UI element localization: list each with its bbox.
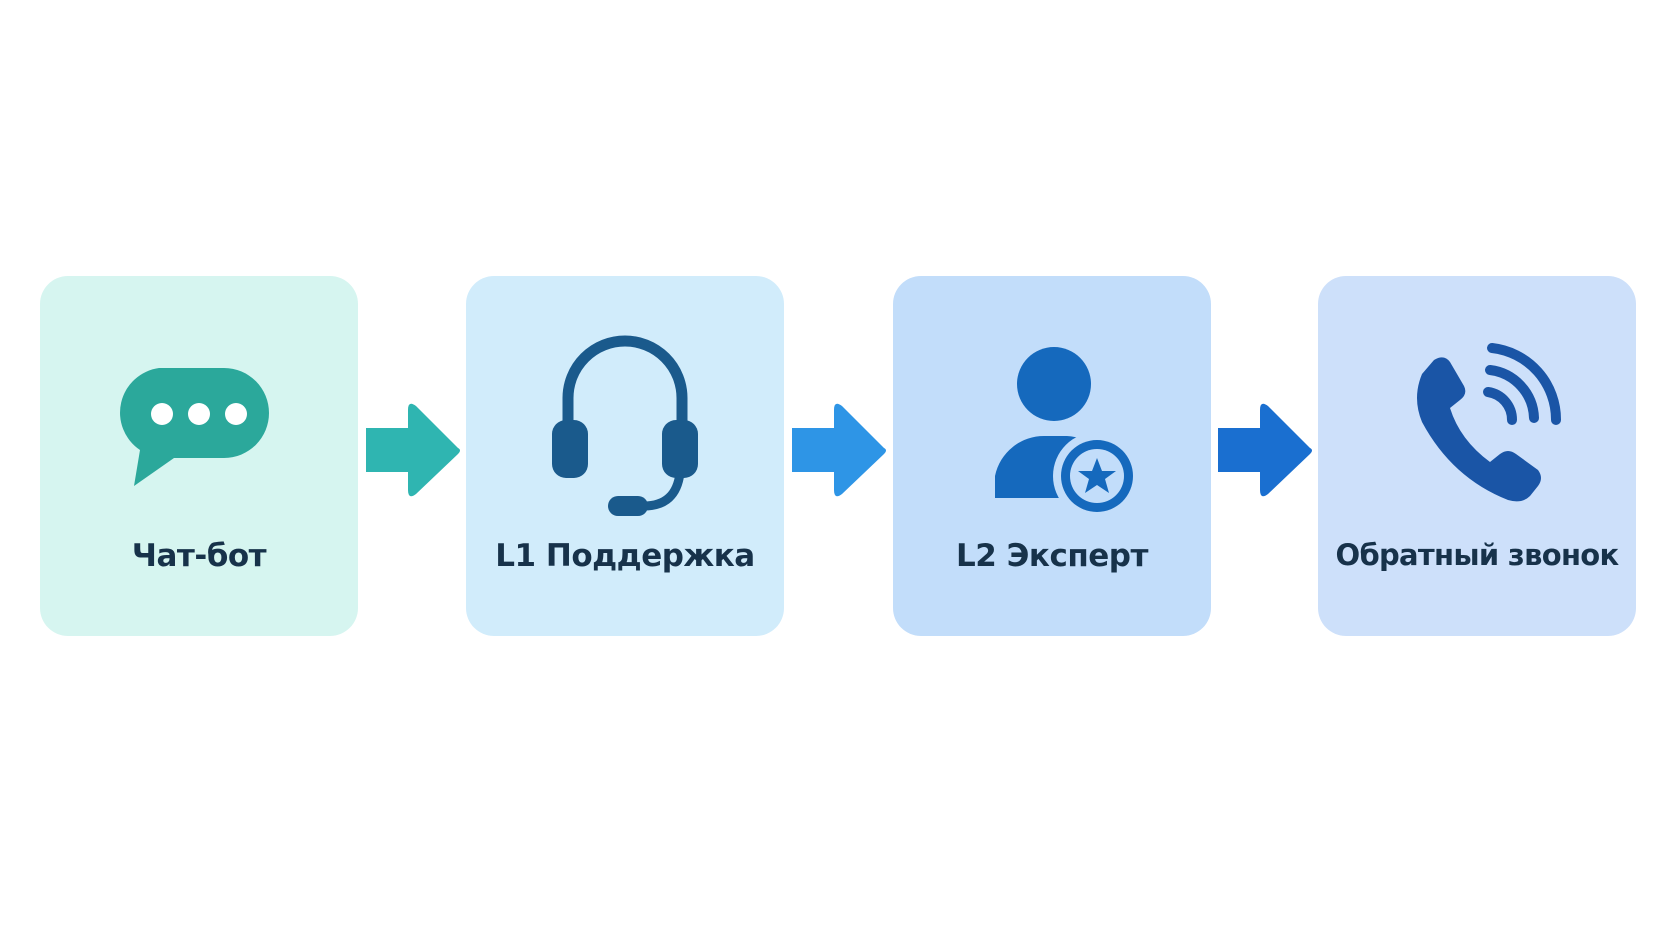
- chat-dot: [188, 403, 210, 425]
- flow-arrow: [1214, 400, 1318, 500]
- signal-wave: [1485, 365, 1539, 423]
- step-label: Обратный звонок: [1335, 538, 1620, 572]
- headset-mic: [608, 496, 648, 516]
- signal-wave: [1487, 343, 1562, 425]
- chat-dot: [225, 403, 247, 425]
- phone-handset: [1417, 357, 1541, 502]
- arrow-right-icon: [1218, 403, 1312, 497]
- flow-arrow: [788, 400, 892, 500]
- headset-ear-left: [552, 420, 588, 478]
- headset-ear-right: [662, 420, 698, 478]
- chat-bubble-shape: [120, 368, 269, 486]
- headset-icon: [530, 328, 720, 518]
- star-icon: [1078, 458, 1116, 493]
- chat-bubble-icon: [104, 328, 294, 518]
- arrow-right-icon: [792, 403, 886, 497]
- step-label: L1 Поддержка: [495, 538, 755, 574]
- headset-band: [562, 335, 688, 428]
- arrow-right-icon: [366, 403, 460, 497]
- step-label: Чат-бот: [131, 538, 267, 574]
- signal-wave: [1483, 387, 1518, 425]
- chat-dot: [151, 403, 173, 425]
- step-label: L2 Эксперт: [956, 538, 1148, 574]
- step-card-l2-expert: L2 Эксперт: [893, 276, 1211, 636]
- expert-user-star-icon: [957, 328, 1147, 518]
- phone-callback-icon: [1382, 328, 1572, 518]
- step-card-l1-support: L1 Поддержка: [466, 276, 784, 636]
- step-card-chatbot: Чат-бот: [40, 276, 358, 636]
- user-head: [1017, 347, 1091, 421]
- flow-arrow: [362, 400, 466, 500]
- step-card-callback: Обратный звонок: [1318, 276, 1636, 636]
- headset-mic-arm: [643, 472, 685, 511]
